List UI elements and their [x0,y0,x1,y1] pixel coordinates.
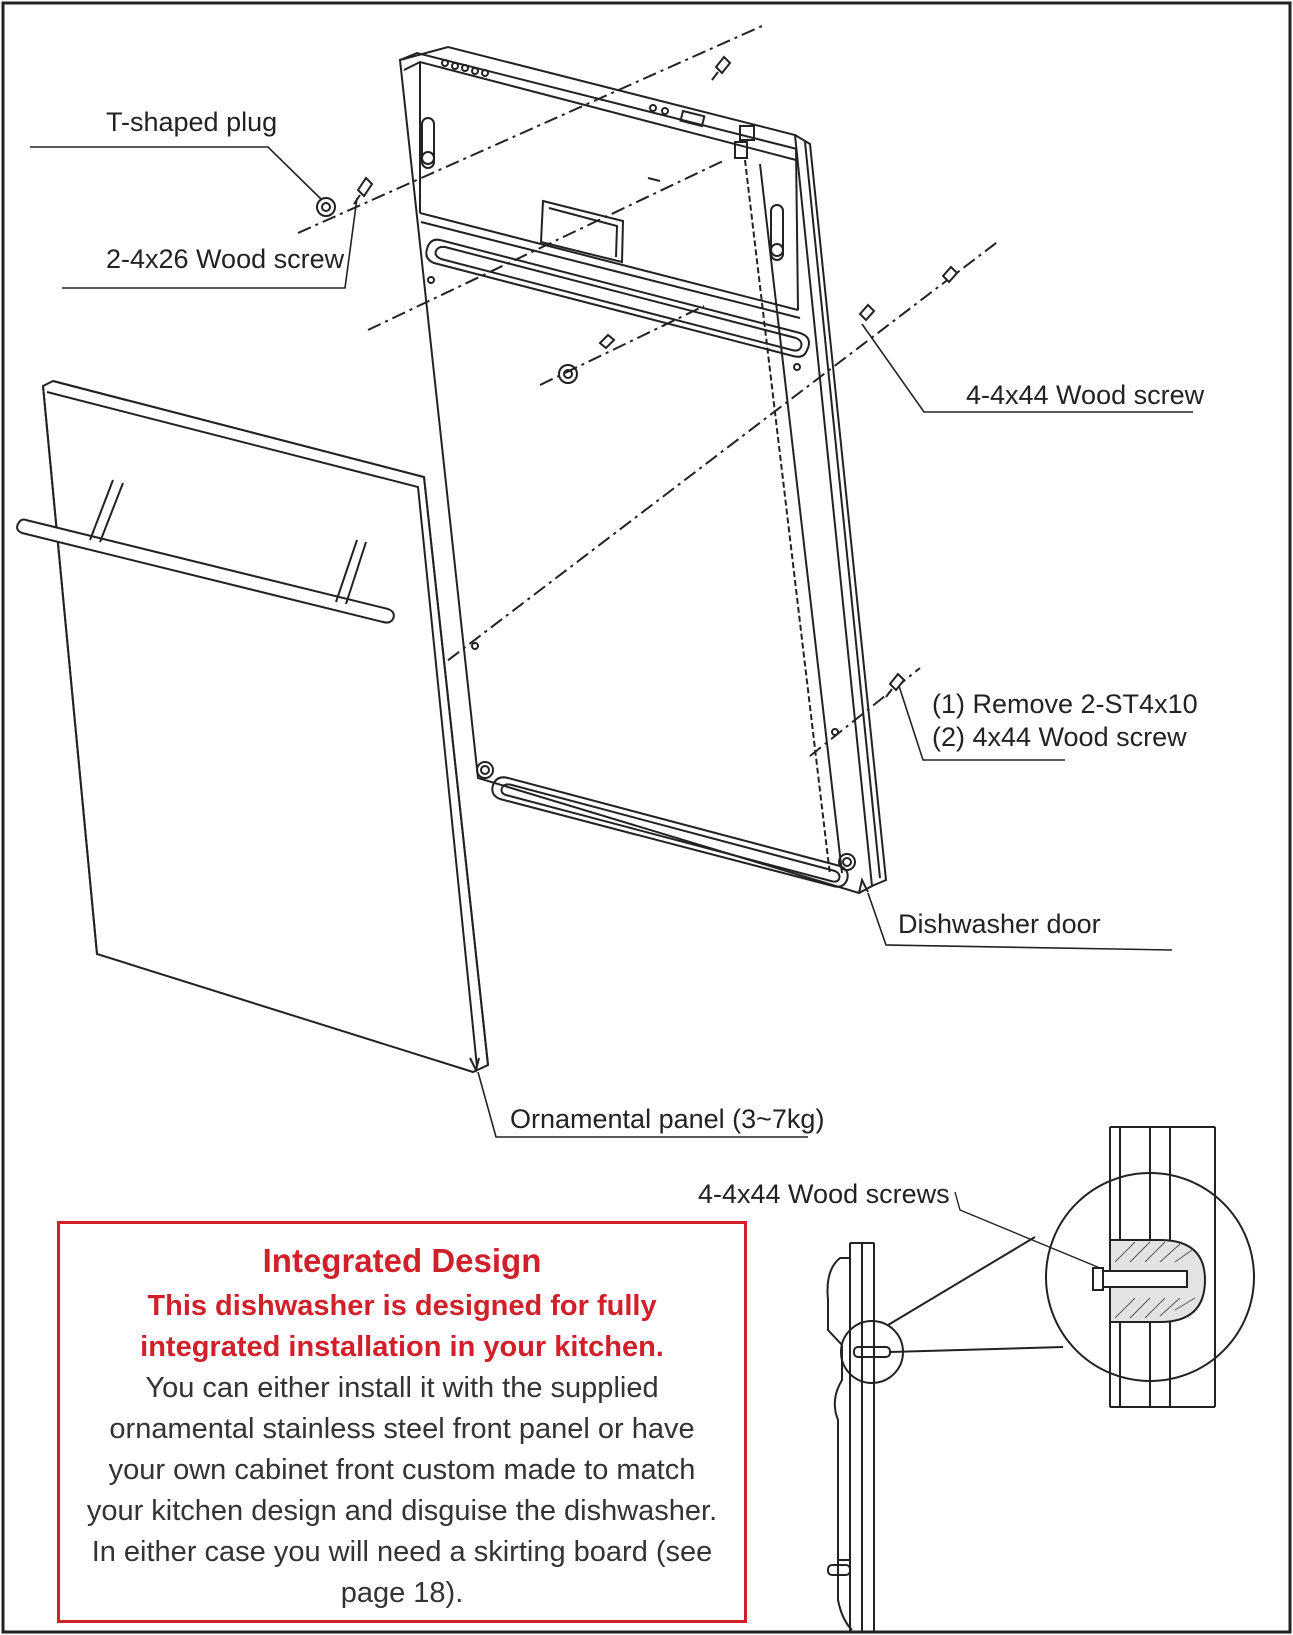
ornamental-panel-leader [477,1071,808,1138]
wood-screw-44-icon [858,265,959,322]
leader-lines [30,146,1193,1138]
remove-screw-leader [898,685,1065,761]
dishwasher-door [398,45,888,895]
wood-screw-4x44-label: (2) 4x44 Wood screw [932,722,1187,752]
wood-screws-detail-label: 4-4x44 Wood screws [698,1179,950,1209]
callout-body: You can either install it with the suppl… [86,1372,718,1609]
screws [316,55,959,698]
dishwasher-door-label: Dishwasher door [898,909,1101,939]
side-section-detail [826,1126,1255,1632]
hatch-pattern [1114,1241,1196,1319]
mid-screw-icon [598,333,616,350]
remove-st4x10-label: (1) Remove 2-ST4x10 [932,689,1198,719]
t-plug-label: T-shaped plug [106,107,277,137]
wood-screw-26-label: 2-4x26 Wood screw [106,244,345,274]
st4x10-screw-icon [885,672,906,698]
callout-lead: This dishwasher is designed for fully in… [140,1290,664,1363]
wood-screw-44-leader [861,323,1193,413]
t-plug-screw-icon [316,197,336,217]
wood-screw-44-label: 4-4x44 Wood screw [966,380,1205,410]
t-plug-leader [30,146,323,201]
top-screw-icon [711,55,732,81]
dishwasher-door-leader [867,892,1173,951]
wood-screw-26-leader [62,197,358,289]
ornamental-panel [16,379,490,1074]
callout-title: Integrated Design [262,1242,542,1279]
integrated-design-callout: Integrated Design This dishwasher is des… [57,1221,747,1623]
ornamental-panel-label: Ornamental panel (3~7kg) [510,1104,824,1134]
